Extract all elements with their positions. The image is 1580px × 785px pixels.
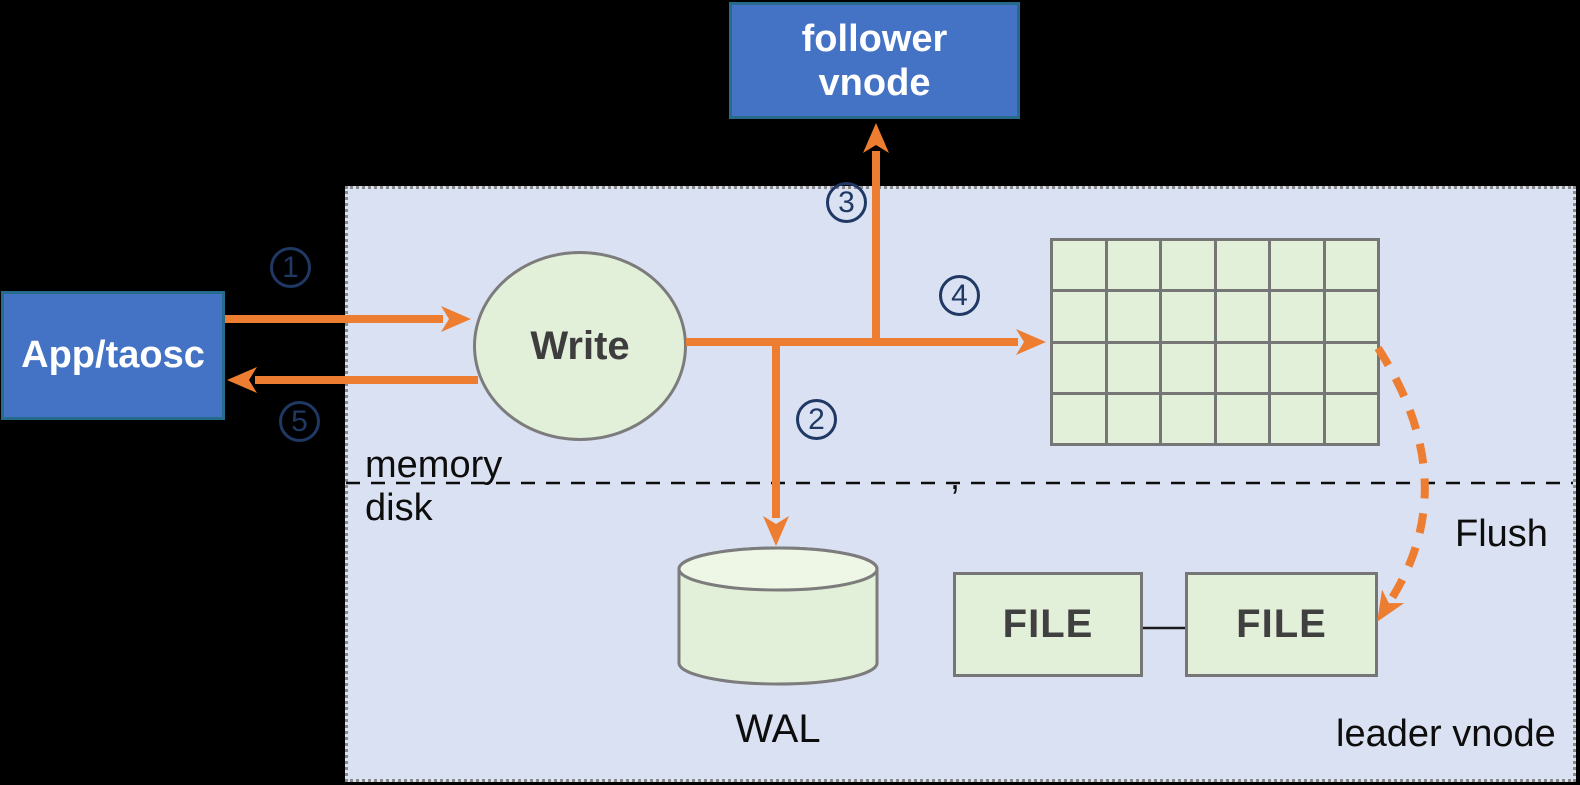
memtable-cell [1271, 292, 1323, 341]
step-3-badge: 3 [826, 182, 867, 223]
memtable-grid [1050, 238, 1380, 446]
memtable-cell [1107, 292, 1159, 341]
app-taosc-label: App/taosc [21, 334, 205, 376]
memtable-cell [1271, 241, 1323, 290]
step-4-badge: 4 [939, 275, 980, 316]
file-node-1: FILE [953, 572, 1143, 677]
step-1-badge: 1 [270, 247, 311, 288]
stray-comma: , [950, 456, 961, 497]
step-2-badge: 2 [796, 399, 837, 440]
memtable-cell [1053, 241, 1105, 290]
memory-label: memory [365, 444, 503, 486]
flush-label: Flush [1455, 513, 1548, 555]
step-5-badge: 5 [279, 401, 320, 442]
file-1-label: FILE [1002, 602, 1094, 646]
wal-label: WAL [735, 707, 821, 751]
disk-label: disk [365, 487, 433, 529]
memtable-cell [1216, 343, 1268, 392]
memtable-cell [1053, 292, 1105, 341]
app-taosc-node: App/taosc [1, 291, 225, 420]
memtable-cell [1216, 241, 1268, 290]
file-node-2: FILE [1185, 572, 1378, 677]
memtable-cell [1162, 292, 1214, 341]
follower-vnode-label-line2: vnode [818, 61, 931, 104]
memtable-cell [1107, 241, 1159, 290]
leader-vnode-label: leader vnode [1336, 713, 1556, 755]
memtable-cell [1162, 241, 1214, 290]
memtable-cell [1107, 394, 1159, 443]
memtable-cell [1216, 394, 1268, 443]
memtable-cell [1325, 241, 1377, 290]
wal-cylinder-icon [677, 546, 879, 686]
memtable-cell [1271, 343, 1323, 392]
follower-vnode-node: follower vnode [729, 2, 1020, 119]
memtable-cell [1053, 343, 1105, 392]
memtable-cell [1325, 343, 1377, 392]
memtable-cell [1162, 343, 1214, 392]
follower-vnode-label-line1: follower [801, 17, 948, 60]
write-label: Write [530, 323, 630, 368]
memtable-cell [1107, 343, 1159, 392]
memtable-cell [1271, 394, 1323, 443]
memtable-cell [1325, 292, 1377, 341]
wal-cylinder-top [677, 546, 879, 592]
memtable-cell [1216, 292, 1268, 341]
write-process-node: Write [473, 251, 687, 441]
memtable-cell [1162, 394, 1214, 443]
memtable-cell [1053, 394, 1105, 443]
memtable-cell [1325, 394, 1377, 443]
file-2-label: FILE [1236, 602, 1327, 646]
